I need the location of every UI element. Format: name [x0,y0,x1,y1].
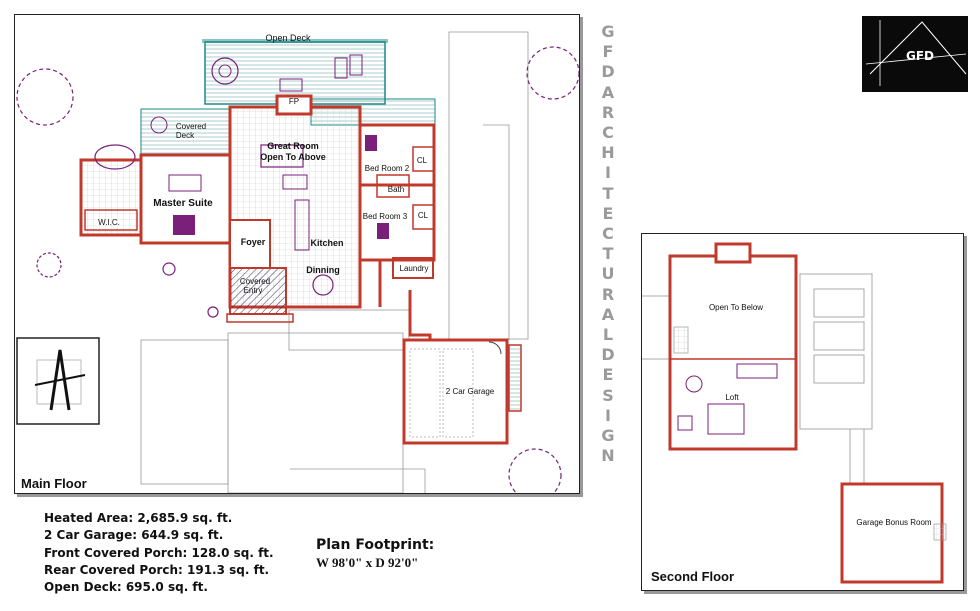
foyer-label: Foyer [241,237,266,247]
room-labels: Open Deck FP Covered Deck Great Room Ope… [98,33,495,396]
brand-letter: G [601,22,615,41]
brand-letter: E [602,365,614,385]
bedroom-2-label: Bed Room 2 [365,164,410,173]
brand-letter: D [601,345,615,365]
brand-letter: S [602,385,614,405]
brand-letter: L [602,325,614,345]
second-floor-plan: Open To Below Loft Garage Bonus Room Sec… [641,233,964,591]
closet-2-label: CL [418,211,429,220]
upper-rooms [668,242,944,584]
brand-letter: I [605,405,611,425]
footprint-dims: W 98'0" x D 92'0" [316,555,419,570]
great-room-sublabel: Open To Above [260,152,326,162]
brand-letter: T [602,183,614,203]
main-floor-drawing: Open Deck FP Covered Deck Great Room Ope… [16,31,579,493]
fireplace-label: FP [289,97,299,106]
open-below-label: Open To Below [709,303,763,312]
closet-1-label: CL [417,156,428,165]
trees [16,46,579,493]
open-deck [202,39,388,105]
stat-open-deck: Open Deck: 695.0 sq. ft. [44,580,208,595]
garage-label: 2 Car Garage [446,387,495,396]
bedroom-3-label: Bed Room 3 [363,212,408,221]
bedroom-wing [358,123,436,279]
stat-garage-area: 2 Car Garage: 644.9 sq. ft. [44,528,224,543]
loft-furniture [677,363,778,435]
master-suite [79,144,232,245]
stat-front-porch: Front Covered Porch: 128.0 sq. ft. [44,545,274,560]
brand-letter: F [602,42,614,62]
foyer [226,219,294,323]
brand-vertical-text: G F D A R C H I T E C T U R A L D E S I … [598,22,618,466]
covered-entry-label-2: Entry [244,286,263,295]
roof-outlines [642,273,873,485]
garage [402,338,522,445]
brand-letter: R [601,284,615,304]
brand-letter: D [601,62,615,82]
loft-label: Loft [725,393,739,402]
bonus-room-label: Garage Bonus Room [856,518,931,527]
main-floor-plan: Open Deck FP Covered Deck Great Room Ope… [14,14,580,494]
open-deck-label: Open Deck [265,33,311,43]
logo-text: GFD [906,49,934,63]
dinning-label: Dinning [306,265,340,275]
brand-letter: G [601,426,615,446]
master-suite-label: Master Suite [153,198,213,209]
brand-letter: A [601,82,615,102]
brand-letter: C [602,123,614,143]
plan-footprint: Plan Footprint: W 98'0" x D 92'0" [316,537,434,571]
second-floor-title: Second Floor [651,569,735,584]
brand-letter: C [602,224,614,244]
area-stats: Heated Area: 2,685.9 sq. ft. 2 Car Garag… [44,510,274,596]
brand-letter: A [601,304,615,324]
stat-rear-porch: Rear Covered Porch: 191.3 sq. ft. [44,562,270,577]
great-room-label: Great Room [267,141,319,151]
covered-deck-label-2: Deck [176,131,195,140]
brand-letter: E [602,203,614,223]
gfd-logo: GFD [862,16,968,92]
stairs [673,326,947,541]
brand-letter: U [601,264,615,284]
brand-letter: T [602,244,614,264]
second-floor-drawing: Open To Below Loft Garage Bonus Room [642,242,947,584]
covered-entry-label-1: Covered [240,277,270,286]
wic-label: W.I.C. [98,218,120,227]
kitchen-label: Kitchen [310,238,343,248]
north-arrow-logo [16,337,100,425]
brand-letter: I [605,163,611,183]
logo-mark-icon: GFD [865,20,967,86]
brand-letter: N [601,446,615,466]
footprint-title: Plan Footprint: [316,537,435,553]
laundry-link [408,290,432,340]
bath-label: Bath [388,185,404,194]
stat-heated-area: Heated Area: 2,685.9 sq. ft. [44,511,233,525]
brand-letter: R [601,102,615,122]
covered-deck-label-1: Covered [176,122,206,131]
second-floor-labels: Open To Below Loft Garage Bonus Room [709,303,932,527]
laundry-label: Laundry [400,264,429,273]
main-floor-title: Main Floor [21,476,87,491]
brand-letter: H [601,143,615,163]
